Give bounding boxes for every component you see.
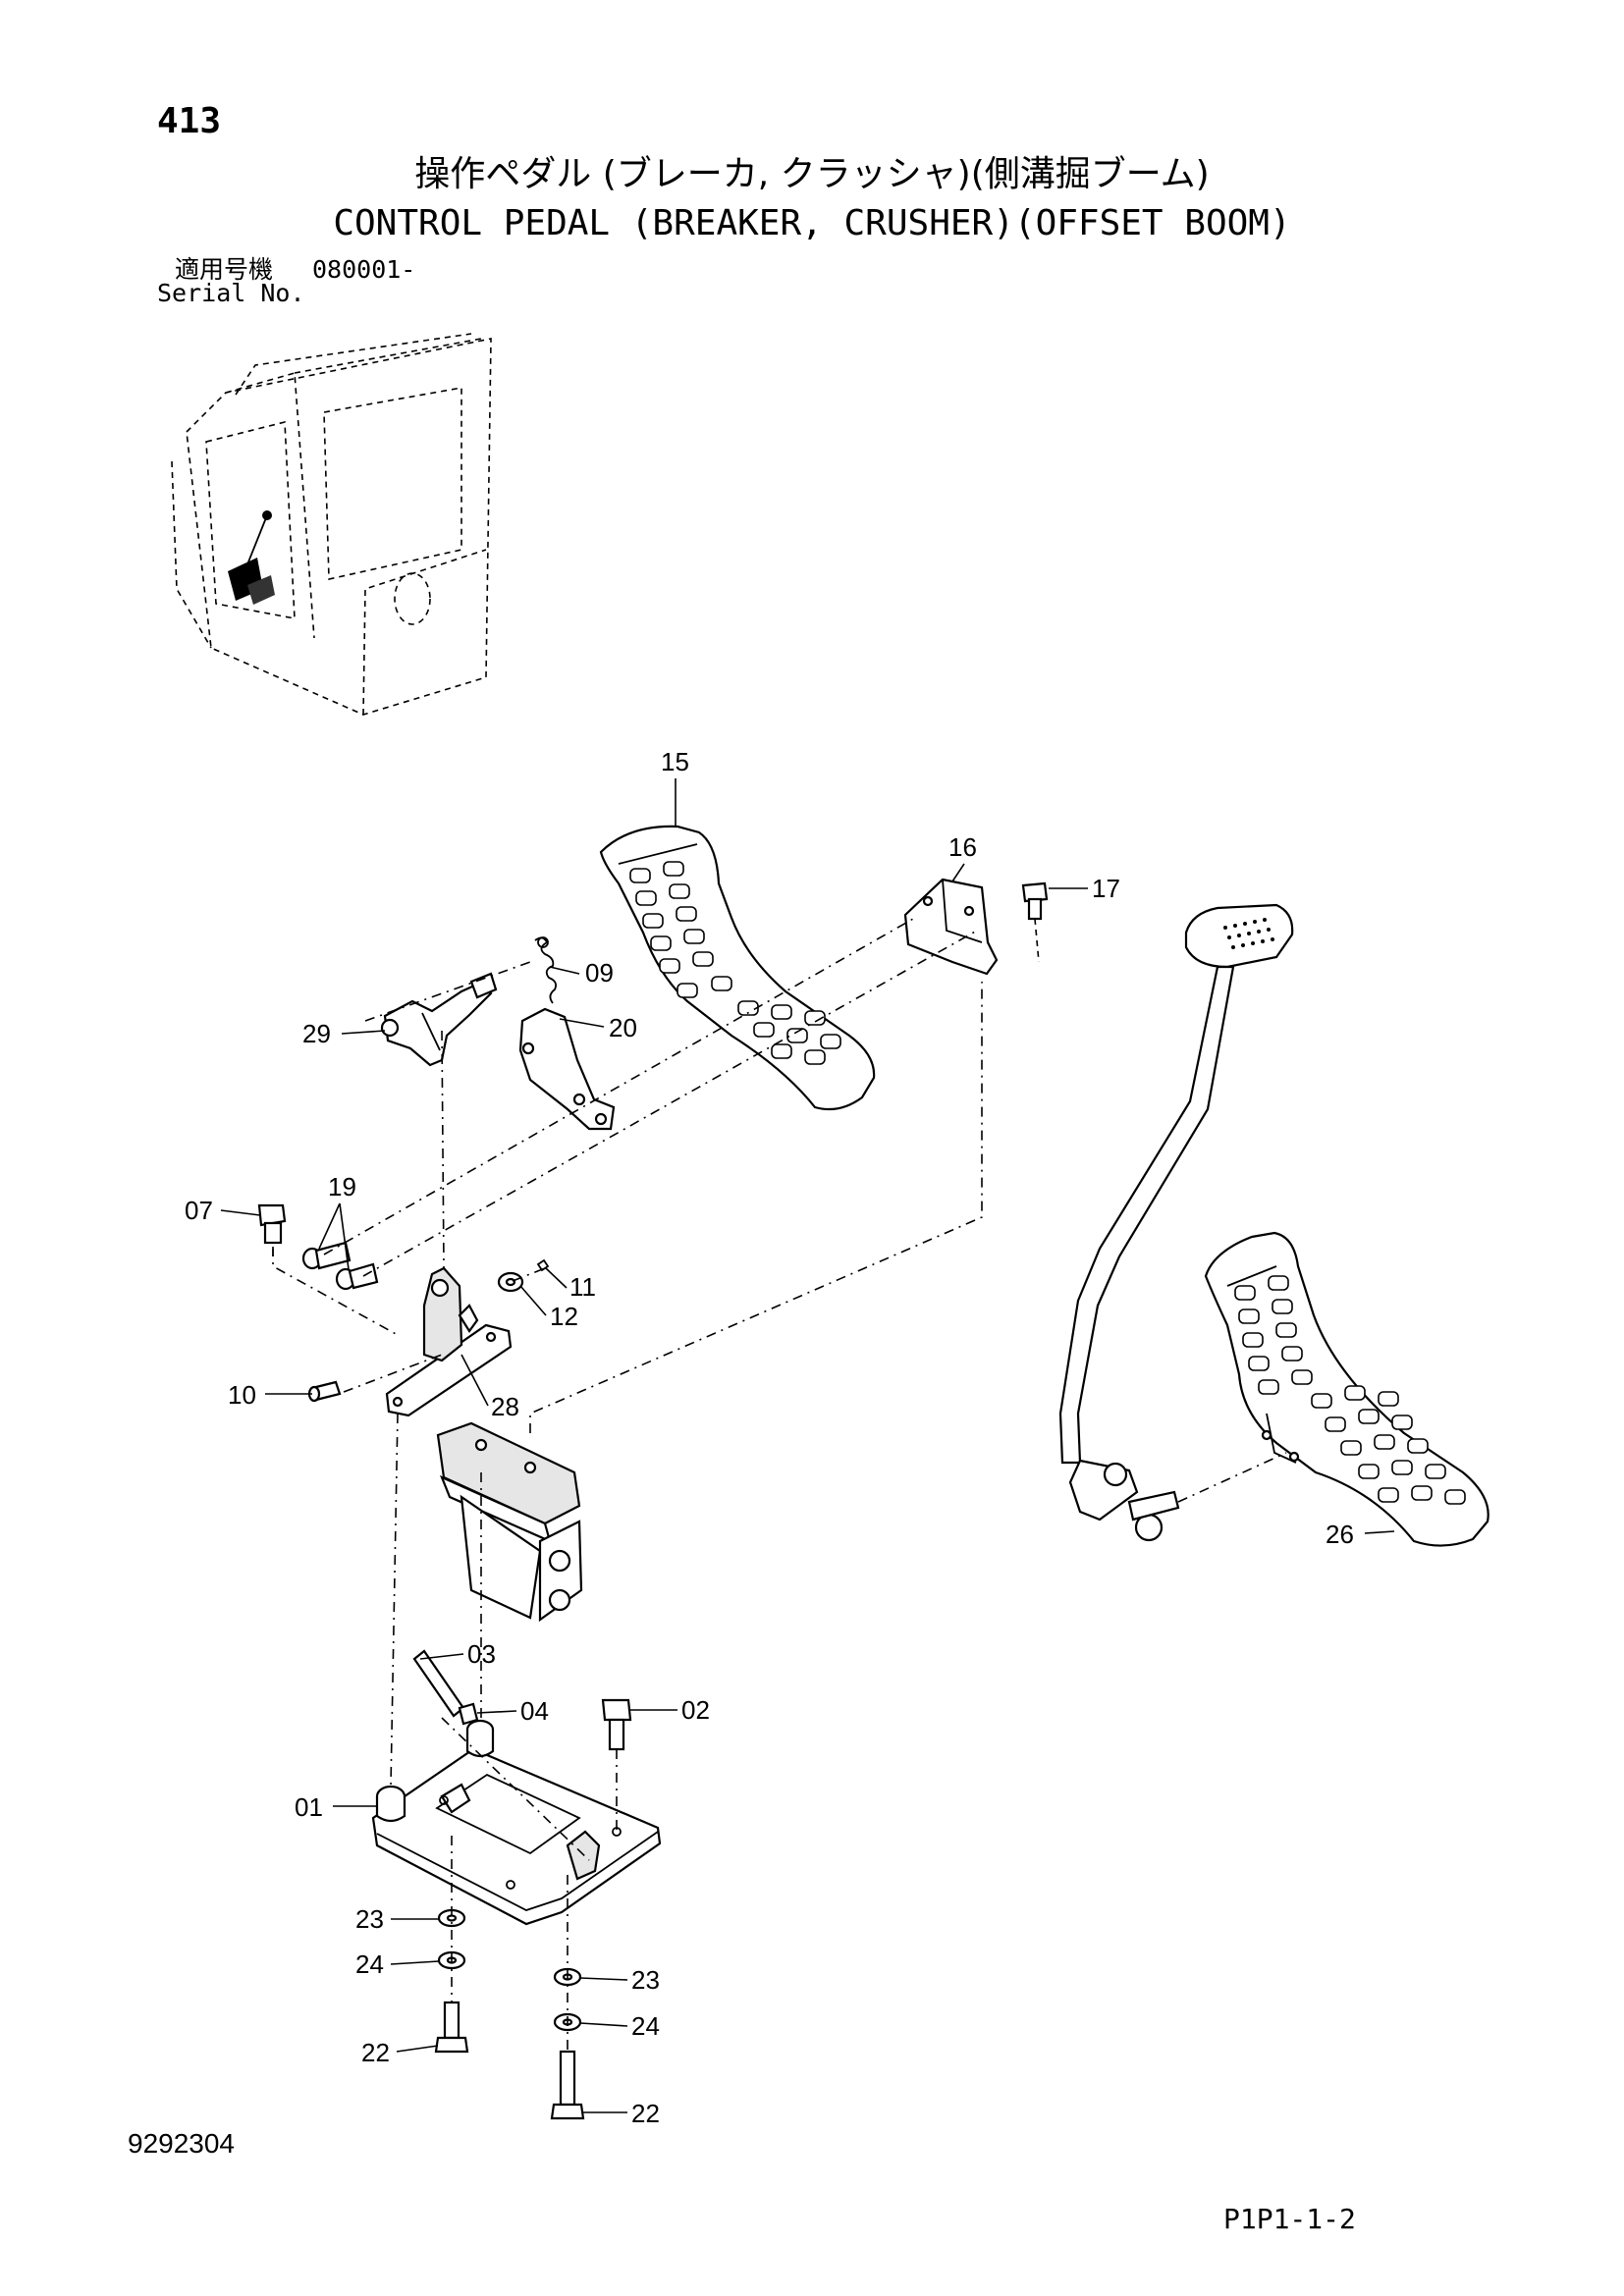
callout-10: 10 <box>228 1380 256 1410</box>
bolt-17 <box>1021 881 1049 963</box>
callout-04: 04 <box>520 1696 549 1726</box>
page-number: 413 <box>157 101 222 141</box>
callout-22-right: 22 <box>631 2099 660 2128</box>
cab-location-sketch <box>171 333 492 716</box>
callout-12: 12 <box>550 1302 578 1331</box>
callout-02: 02 <box>681 1695 710 1725</box>
pilot-valve <box>436 1421 583 1623</box>
callout-24-right: 24 <box>631 2011 660 2041</box>
callout-24-left: 24 <box>355 1949 384 1979</box>
callout-23-left: 23 <box>355 1904 384 1934</box>
drawing-number: 9292304 <box>128 2128 236 2159</box>
callout-23-right: 23 <box>631 1965 660 1995</box>
pedal-assembly-26 <box>1058 903 1489 1547</box>
lever-29 <box>380 972 498 1067</box>
washer-12 <box>497 1271 524 1293</box>
callout-01: 01 <box>295 1792 323 1822</box>
callout-29: 29 <box>302 1019 331 1048</box>
bolt-02 <box>601 1698 632 1751</box>
callout-07: 07 <box>185 1196 213 1225</box>
pin-10 <box>307 1380 342 1403</box>
callout-03: 03 <box>467 1639 496 1669</box>
arm-20 <box>518 1007 616 1131</box>
bolt-22-left <box>434 2001 469 2054</box>
callout-28: 28 <box>491 1392 519 1421</box>
pin-11 <box>536 1258 550 1272</box>
serial-number-value: 080001- <box>312 255 416 284</box>
callout-labels: 15 16 17 09 29 20 19 07 11 12 10 28 26 0… <box>185 747 1354 2128</box>
callout-17: 17 <box>1092 874 1120 903</box>
callout-19: 19 <box>328 1172 356 1201</box>
bolt-22-right <box>550 2050 585 2120</box>
bracket-16 <box>903 878 999 976</box>
page-code: P1P1-1-2 <box>1223 2203 1356 2235</box>
pins-19 <box>301 1202 379 1291</box>
callout-20: 20 <box>609 1013 637 1042</box>
assembly-lines <box>272 918 1287 2052</box>
bolt-03 <box>412 1649 465 1718</box>
bolt-07 <box>257 1203 287 1245</box>
callout-26: 26 <box>1326 1520 1354 1549</box>
callout-15: 15 <box>661 747 689 776</box>
leader-lines <box>220 778 1395 2113</box>
callout-22-left: 22 <box>361 2038 390 2067</box>
page-title-japanese: 操作ペダル (ブレーカ, クラッシャ)(側溝掘ブーム) <box>414 154 1210 194</box>
washer-23-left <box>437 1908 466 1928</box>
callout-11: 11 <box>569 1272 596 1302</box>
serial-label-japanese: 適用号機 <box>175 255 274 284</box>
nut-04 <box>458 1702 479 1726</box>
pedal-plate-15 <box>599 825 876 1111</box>
base-plate-01 <box>371 1719 662 1926</box>
callout-16: 16 <box>948 832 977 862</box>
callout-09: 09 <box>585 958 614 988</box>
serial-label-english: Serial No. <box>157 279 305 307</box>
bracket-28 <box>385 1266 513 1417</box>
spring-09 <box>534 936 558 1004</box>
page-title-english: CONTROL PEDAL (BREAKER, CRUSHER)(OFFSET … <box>333 203 1291 243</box>
